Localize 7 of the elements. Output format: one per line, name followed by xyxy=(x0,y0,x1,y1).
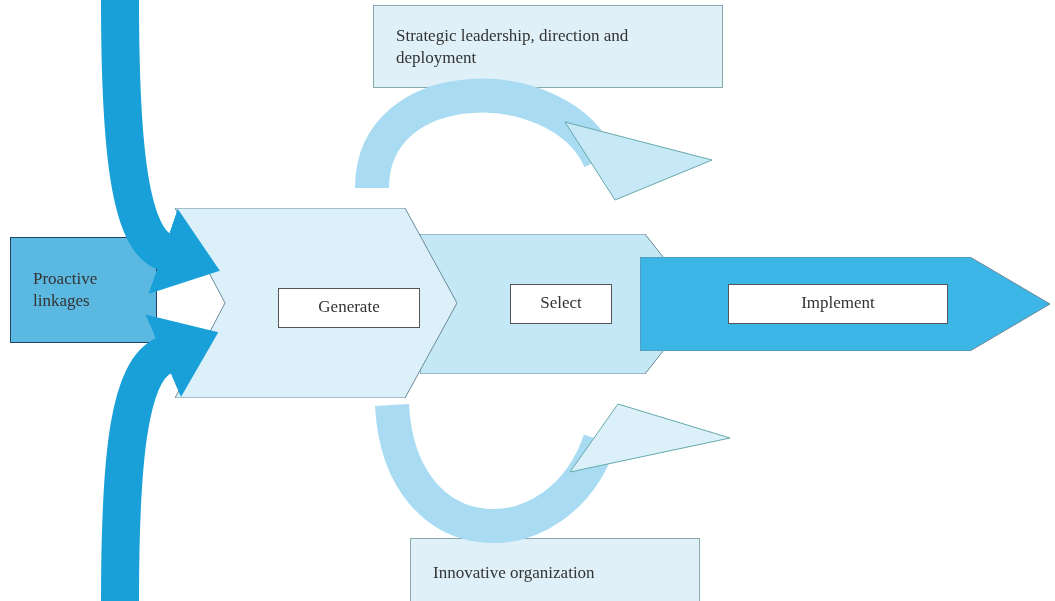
curved-arrow xyxy=(101,317,215,601)
note-box: Innovative organization xyxy=(410,538,700,601)
step-label: Implement xyxy=(728,284,948,324)
step-label: Generate xyxy=(278,288,420,328)
process-box: Proactive linkages xyxy=(10,237,157,343)
step-label: Select xyxy=(510,284,612,324)
note-box: Strategic leadership, direction and deployment xyxy=(373,5,723,88)
